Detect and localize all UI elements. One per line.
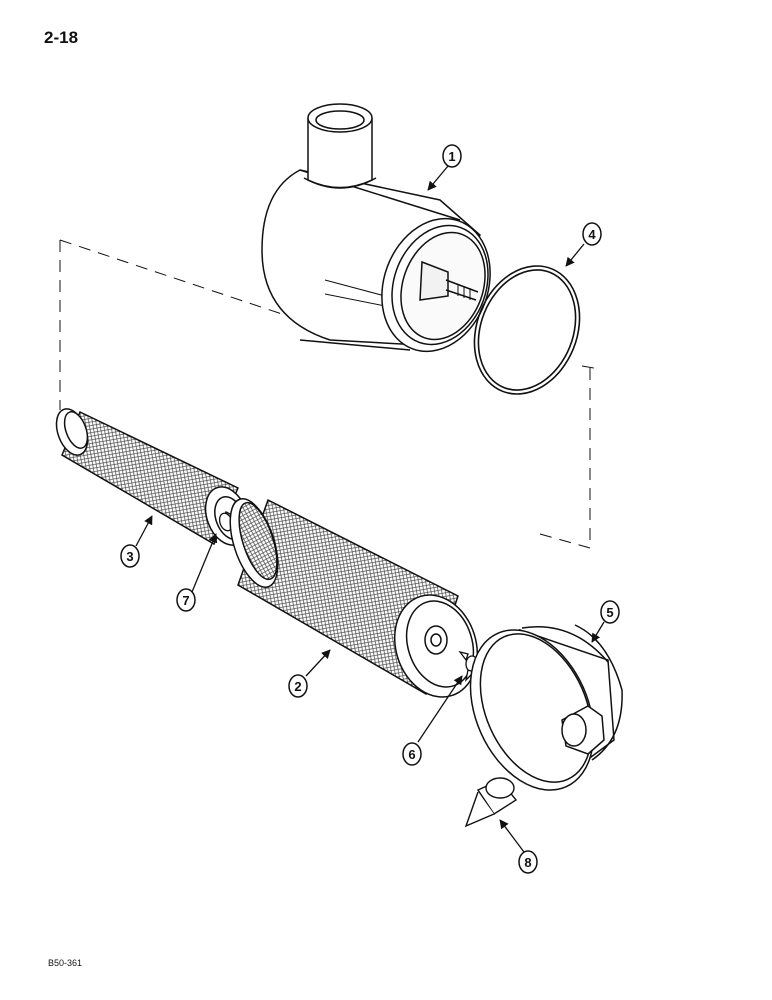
air-cleaner-housing (261, 103, 491, 353)
figure-code: B50-361 (48, 958, 83, 968)
callout-3-label: 3 (126, 549, 133, 564)
callout-7-label: 7 (182, 593, 189, 608)
assembly-dashed-outline (59, 239, 595, 549)
callout-2-label: 2 (294, 679, 301, 694)
callout-8-label: 8 (524, 855, 531, 870)
callout-8: 8 (518, 850, 538, 874)
callout-2: 2 (288, 674, 308, 698)
callout-4: 4 (582, 222, 602, 246)
o-ring-seal (473, 265, 581, 395)
callout-5-label: 5 (606, 605, 613, 620)
leader-lines (135, 165, 605, 853)
callout-6: 6 (402, 742, 422, 766)
callout-6-label: 6 (408, 747, 415, 762)
callout-5: 5 (600, 600, 620, 624)
air-cleaner-cover (469, 624, 623, 791)
callout-4-label: 4 (588, 227, 596, 242)
page-number: 2-18 (44, 28, 79, 47)
outer-filter-element (229, 498, 479, 698)
callout-7: 7 (176, 588, 196, 612)
callout-1: 1 (442, 144, 462, 168)
callout-1-label: 1 (448, 149, 455, 164)
callout-3: 3 (120, 544, 140, 568)
dust-unloader-valve (464, 777, 518, 828)
